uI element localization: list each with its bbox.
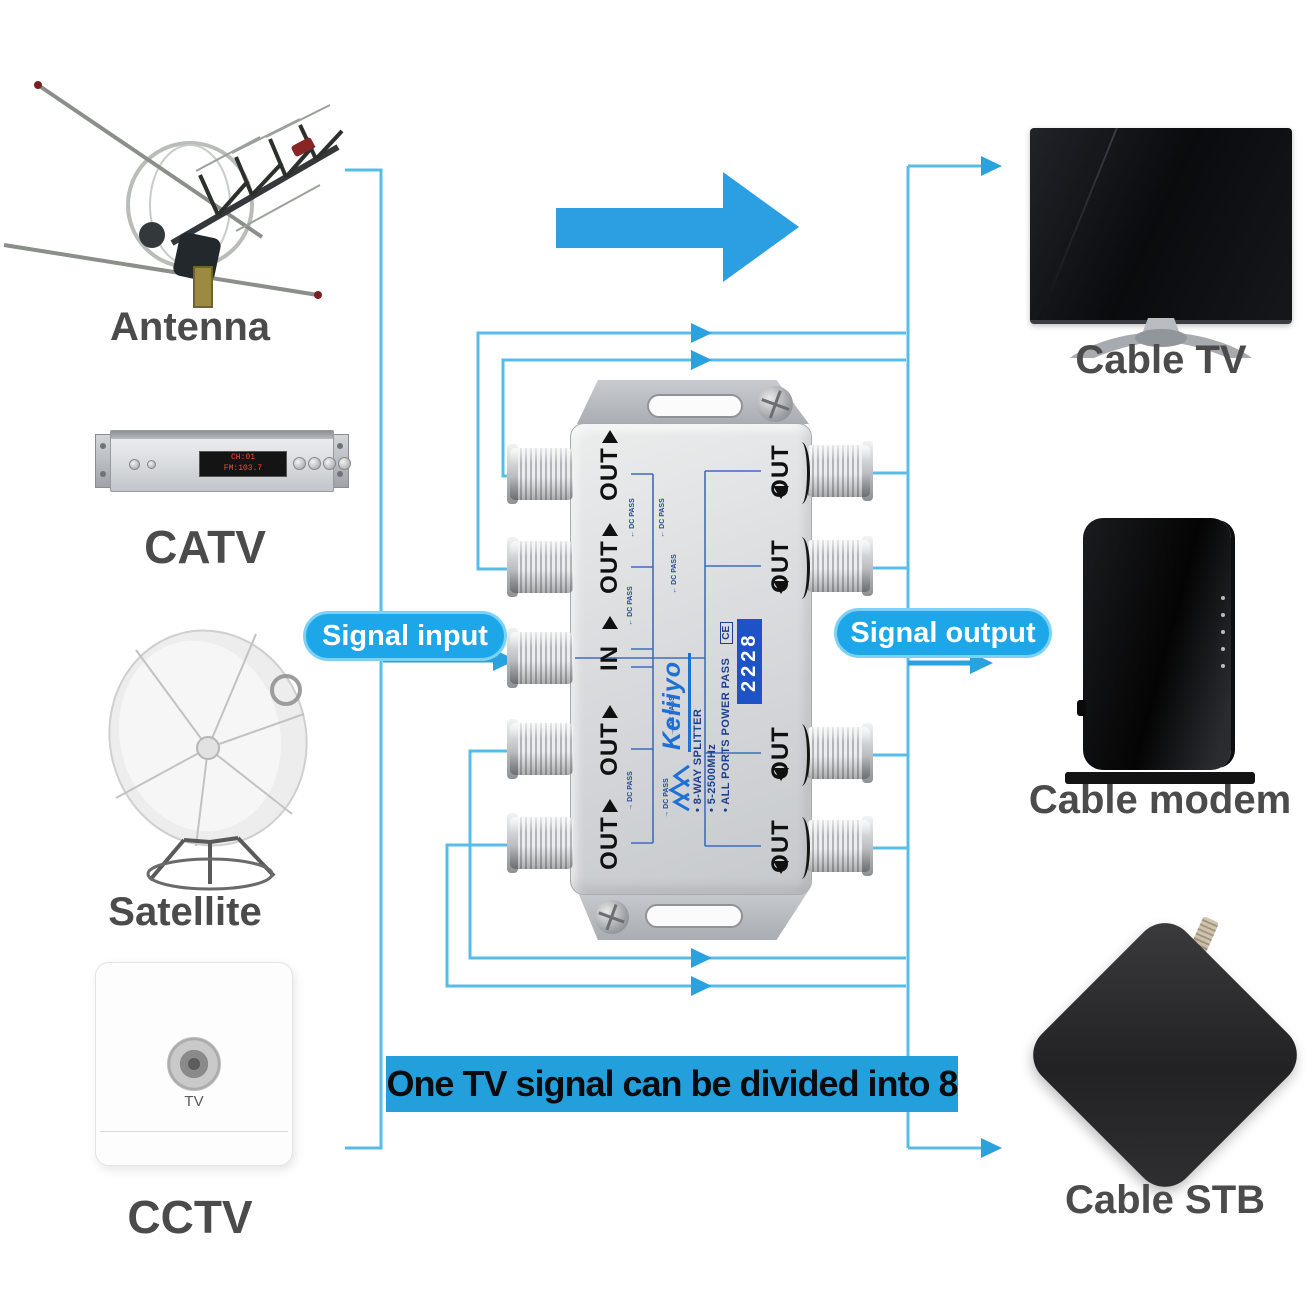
cable-tv-label: Cable TV <box>1075 338 1247 382</box>
port-out-right-2 <box>807 536 873 596</box>
signal-output-text: Signal output <box>850 616 1036 649</box>
mounting-slot-bottom <box>645 904 743 928</box>
port-label-out: OUT <box>596 722 623 776</box>
signal-input-pill: Signal input <box>303 611 507 661</box>
port-label-in: IN <box>596 645 623 671</box>
port-direction-arrow <box>773 486 789 499</box>
panel-shadow-mark <box>793 817 810 879</box>
port-label-out: OUT <box>596 447 623 501</box>
port-out-left-4 <box>507 813 573 873</box>
panel-shadow-mark <box>793 442 810 504</box>
out-l3-line <box>468 749 906 960</box>
port-out-left-1 <box>507 444 573 504</box>
catv-label: CATV <box>144 521 266 573</box>
splitter-body <box>570 423 812 895</box>
cable-modem-image <box>1083 518 1231 770</box>
model-badge: 2228 <box>737 619 762 704</box>
port-direction-arrow <box>773 768 789 781</box>
port-out-right-4 <box>807 816 873 876</box>
arrowhead-cable-tv <box>981 156 1002 176</box>
out-l4-line <box>445 843 906 988</box>
splitter-device: DC PASS DC PASS DC PASS DC PASS DC PASS … <box>505 378 875 944</box>
spec-line: ALL PORTS POWER PASS <box>720 658 733 812</box>
port-in <box>507 628 573 688</box>
antenna-image <box>3 81 344 308</box>
port-direction-arrow <box>602 430 618 443</box>
coax-port-icon <box>167 1037 221 1091</box>
mounting-slot-top <box>647 394 743 418</box>
dc-pass-label: DC PASS <box>628 496 638 540</box>
screw-bottom <box>595 900 629 934</box>
panel-shadow-mark <box>793 724 810 786</box>
satellite-label: Satellite <box>108 890 262 934</box>
arrowhead-mid-1 <box>691 323 712 343</box>
keliiyo-logo-icon <box>667 764 690 812</box>
port-direction-arrow <box>773 861 789 874</box>
cable-tv-image <box>1030 128 1292 324</box>
cctv-image: TV <box>95 962 293 1166</box>
port-out-left-2 <box>507 537 573 597</box>
port-out-right-1 <box>807 441 873 501</box>
cable-modem-label: Cable modem <box>1028 778 1292 822</box>
flow-arrow-right-icon <box>556 172 799 282</box>
spec-line: 8-WAY SPLITTER <box>692 512 705 812</box>
modem-stand <box>1065 772 1255 784</box>
port-direction-arrow <box>602 523 618 536</box>
cable-tv-stand <box>1070 318 1252 358</box>
port-direction-arrow <box>602 799 618 812</box>
screw-top <box>757 386 793 422</box>
panel-shadow-mark <box>793 537 810 599</box>
circuit-traces <box>575 470 761 847</box>
arrowhead-mid-4 <box>691 976 712 996</box>
port-direction-arrow <box>602 616 618 629</box>
port-label-out: OUT <box>596 816 623 870</box>
caption-text: One TV signal can be divided into 8 <box>386 1063 958 1104</box>
dc-pass-label: DC PASS <box>626 769 636 813</box>
signal-output-pill: Signal output <box>834 608 1052 658</box>
brand-name: Keliiyo <box>658 653 691 752</box>
ce-mark: CE <box>720 621 733 644</box>
splitter-branding: Keliiyo 8-WAY SPLITTER 5-2500MHz ALL POR… <box>658 512 776 812</box>
cctv-port-label: TV <box>184 1093 204 1110</box>
spec-line: 5-2500MHz <box>706 512 719 812</box>
arrowhead-mid-3 <box>691 948 712 968</box>
caption-banner: One TV signal can be divided into 8 <box>386 1056 959 1112</box>
port-label-out: OUT <box>596 540 623 594</box>
cable-stb-label: Cable STB <box>1064 1178 1266 1222</box>
arrowhead-mid-2 <box>691 350 712 370</box>
port-out-left-3 <box>507 719 573 779</box>
dc-pass-label: DC PASS <box>626 584 636 628</box>
signal-input-text: Signal input <box>322 619 488 652</box>
port-direction-arrow <box>773 581 789 594</box>
port-direction-arrow <box>602 705 618 718</box>
port-out-right-3 <box>807 723 873 783</box>
satellite-image <box>108 629 308 891</box>
modem-button <box>1077 700 1086 716</box>
antenna-label: Antenna <box>110 305 270 349</box>
arrowhead-cable-stb <box>981 1138 1002 1158</box>
modem-led-lights <box>1221 596 1225 668</box>
cctv-label: CCTV <box>127 1191 253 1243</box>
